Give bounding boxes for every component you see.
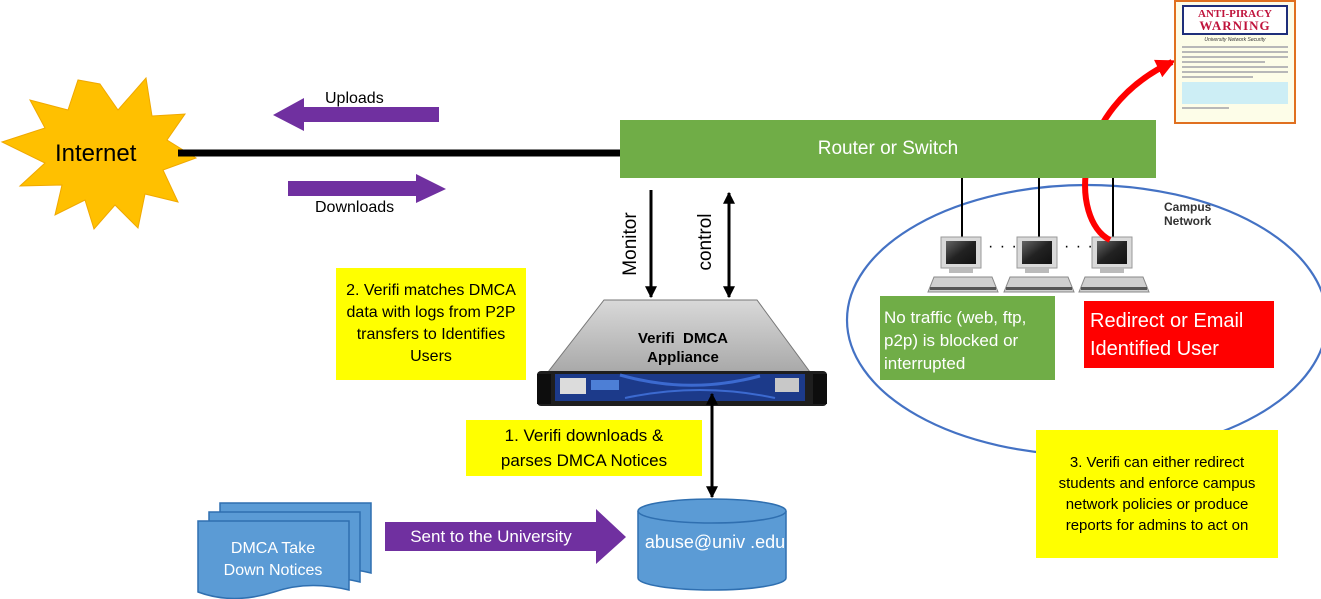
downloads-arrow (288, 174, 446, 203)
step-1-note: 1. Verifi downloads & parses DMCA Notice… (466, 420, 702, 476)
appliance-label: Verifi DMCA Appliance (628, 329, 738, 367)
no-traffic-box: No traffic (web, ftp, p2p) is blocked or… (880, 296, 1055, 380)
warning-text-line (1182, 51, 1288, 53)
sent-to-university-arrow (385, 509, 626, 564)
step-1-text: 1. Verifi downloads & parses DMCA Notice… (500, 426, 668, 470)
monitor-label: Monitor (620, 212, 641, 276)
warning-text-line (1182, 66, 1288, 68)
uploads-label: Uploads (325, 90, 384, 107)
internet-starburst-shape (0, 76, 198, 231)
campus-network-label: Campus Network (1164, 200, 1211, 228)
computer-2-icon (1003, 236, 1075, 293)
warning-text-line (1182, 61, 1265, 63)
step-2-note: 2. Verifi matches DMCA data with logs fr… (336, 268, 526, 380)
warning-text-line (1182, 71, 1288, 73)
warning-text-line (1182, 56, 1288, 58)
computer-1-icon (927, 236, 999, 293)
warning-highlight-block (1182, 82, 1288, 104)
no-traffic-text: No traffic (web, ftp, p2p) is blocked or… (884, 308, 1027, 373)
sent-to-university-label: Sent to the University (410, 527, 572, 546)
step-2-text: 2. Verifi matches DMCA data with logs fr… (346, 282, 516, 365)
computer-3-icon (1078, 236, 1150, 293)
appliance-label-line1: Verifi DMCA (637, 330, 728, 347)
ellipsis-2: · · · (1064, 238, 1094, 255)
campus-label-line2: Network (1164, 214, 1212, 228)
step-3-note: 3. Verifi can either redirect students a… (1036, 430, 1278, 558)
redirect-email-box: Redirect or Email Identified User (1084, 301, 1274, 368)
dmca-notices-label: DMCA Take Down Notices (223, 540, 323, 579)
warning-subtitle: University Network Security (1204, 37, 1266, 43)
downloads-label: Downloads (315, 199, 395, 216)
warning-title-line1: ANTI-PIRACY (1198, 8, 1272, 20)
router-switch-label: Router or Switch (817, 138, 959, 159)
warning-header: ANTI-PIRACY WARNING (1182, 5, 1288, 35)
uploads-arrow (273, 98, 439, 131)
redirect-email-text: Redirect or Email Identified User (1090, 310, 1244, 360)
warning-text-line (1182, 76, 1253, 78)
step-3-text: 3. Verifi can either redirect students a… (1058, 454, 1256, 534)
appliance-label-line2: Appliance (647, 349, 719, 366)
abuse-email-label: abuse@univ .edu (644, 532, 786, 552)
internet-label: Internet (55, 140, 137, 167)
dmca-notices-stack (197, 502, 372, 599)
ellipsis-1: · · · (988, 238, 1018, 255)
warning-text-line (1182, 46, 1288, 48)
verifi-appliance-server (537, 299, 827, 406)
abuse-mailbox-database (637, 498, 787, 591)
anti-piracy-warning-page: ANTI-PIRACY WARNING University Network S… (1174, 0, 1296, 124)
campus-label-line1: Campus (1164, 200, 1212, 214)
control-label: control (695, 213, 716, 271)
router-switch-box: Router or Switch (620, 120, 1156, 178)
warning-text-line (1182, 107, 1230, 109)
warning-title-line2: WARNING (1199, 18, 1271, 33)
